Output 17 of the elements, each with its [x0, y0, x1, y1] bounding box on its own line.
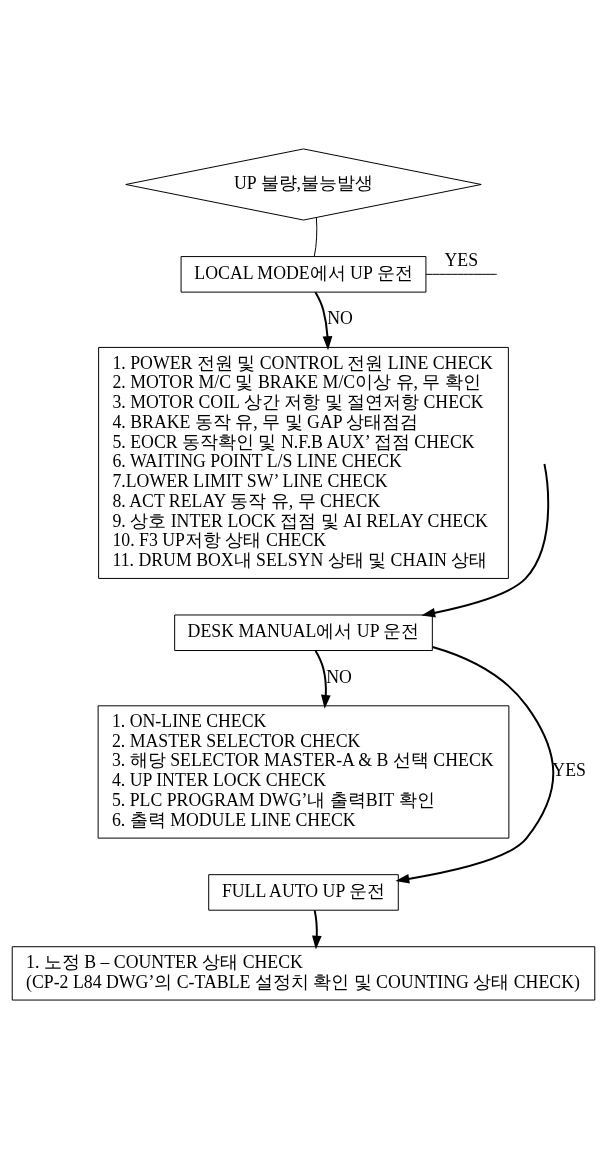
node-diamond: UP 불량,불능발생 [125, 148, 482, 221]
arrow [314, 649, 331, 709]
edge-label: NO [326, 666, 352, 687]
arrow [395, 645, 555, 884]
node-box: FULL AUTO UP 운전 [208, 874, 399, 911]
node-box: 1. POWER 전원 및 CONTROL 전원 LINE CHECK 2. MOTOR M/C 및 BRAKE M/C이상 유, 무 확인 3. MOTOR COIL 상간 저항 및 절연저항 CHECK 4. BRAKE 동작 유, 무 및 GAP 상태점검 5. EOCR 동작확인 및 N.F.B AUX’ 접점 CHECK 6. WAITING POINT L/S LINE CHECK 7.LOWER LIMIT SW’ LINE CHECK 8. ACT RELAY 동작 유, 무 CHECK 9. 상호 INTER LOCK 접점 및 AI RELAY CHECK 10. F3 UP저항 상태 CHECK 11. DRUM BOX내 SELSYN 상태 및 CHAIN 상태 [98, 346, 509, 579]
node-box: 1. ON-LINE CHECK 2. MASTER SELECTOR CHECK 3. 해당 SELECTOR MASTER-A & B 선택 CHECK 4. UP INTER LOCK CHECK 5. PLC PROGRAM DWG’내 출력BIT 확인 6. 출력 MODULE LINE CHECK [97, 705, 510, 839]
arrow [312, 909, 322, 950]
connector [425, 273, 498, 275]
edge-label: NO [327, 308, 353, 329]
node-box: LOCAL MODE에서 UP 운전 [180, 256, 427, 293]
arrow [421, 463, 550, 618]
arrow [314, 291, 333, 351]
edge-label: YES [444, 249, 479, 270]
connector [313, 217, 318, 257]
node-box: 1. 노정 B – COUNTER 상태 CHECK (CP-2 L84 DWG’의 C-TABLE 설정치 확인 및 COUNTING 상태 CHECK) [11, 946, 596, 1001]
node-box: DESK MANUAL에서 UP 운전 [174, 614, 433, 652]
